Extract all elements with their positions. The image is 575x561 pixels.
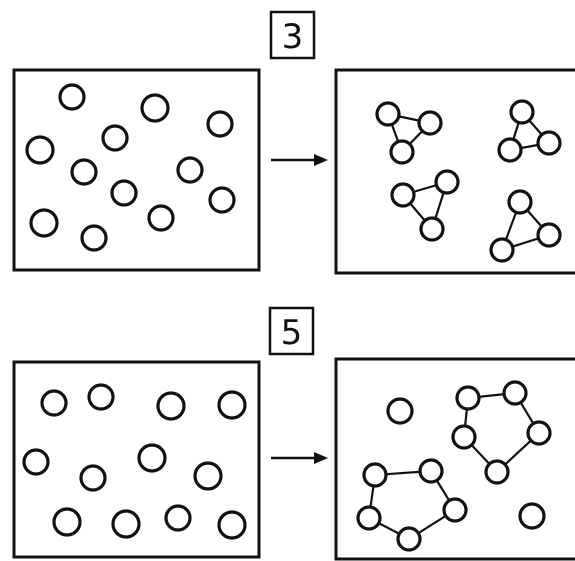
- particle: [420, 460, 442, 482]
- trimer-cluster: [491, 191, 560, 261]
- particle: [388, 399, 412, 423]
- particle: [444, 499, 466, 521]
- particle: [392, 184, 414, 206]
- particle: [31, 210, 57, 236]
- free-particles-5: [24, 385, 245, 538]
- particle: [398, 528, 420, 550]
- arrow-3: [271, 154, 328, 166]
- particle: [178, 158, 202, 182]
- particle: [538, 132, 560, 154]
- particle: [504, 382, 526, 404]
- particle: [219, 392, 245, 418]
- particle: [453, 426, 475, 448]
- particle: [142, 95, 168, 121]
- particle: [103, 126, 127, 150]
- particle: [538, 224, 560, 246]
- particle: [511, 101, 533, 123]
- particle: [528, 422, 550, 444]
- particle: [219, 512, 245, 538]
- pentamer-cluster: [453, 382, 550, 483]
- before-box-3: [14, 70, 259, 270]
- particle: [358, 507, 380, 529]
- particle: [72, 160, 96, 184]
- particle: [436, 171, 458, 193]
- particle: [139, 445, 165, 471]
- particle: [364, 464, 386, 486]
- trimer-cluster: [377, 103, 441, 163]
- particle: [113, 511, 139, 537]
- particle: [158, 393, 184, 419]
- particle: [166, 506, 190, 530]
- particle: [42, 391, 66, 415]
- particle: [520, 504, 544, 528]
- particle: [419, 112, 441, 134]
- particle: [377, 103, 399, 125]
- free-particles-3: [27, 85, 234, 250]
- particle: [81, 466, 105, 490]
- particle: [391, 141, 413, 163]
- label-5: 5: [281, 313, 303, 353]
- particle: [509, 191, 531, 213]
- particle: [210, 188, 234, 212]
- arrow-5: [271, 452, 328, 464]
- pentamer-cluster: [358, 460, 466, 550]
- particle: [112, 181, 136, 205]
- trimer-cluster: [392, 171, 458, 240]
- particle: [491, 239, 513, 261]
- particle: [89, 385, 113, 409]
- particle: [486, 461, 508, 483]
- particle: [421, 218, 443, 240]
- particle: [195, 463, 221, 489]
- particle: [24, 450, 48, 474]
- particle: [149, 206, 173, 230]
- particle: [208, 112, 232, 136]
- particle: [82, 226, 106, 250]
- panel-5: 5: [14, 308, 575, 559]
- trimer-cluster: [499, 101, 560, 161]
- label-3: 3: [282, 17, 304, 57]
- particle: [60, 85, 84, 109]
- particle: [457, 387, 479, 409]
- panel-3: 3: [14, 12, 575, 273]
- particle: [54, 509, 80, 535]
- particle: [499, 139, 521, 161]
- particle: [27, 137, 53, 163]
